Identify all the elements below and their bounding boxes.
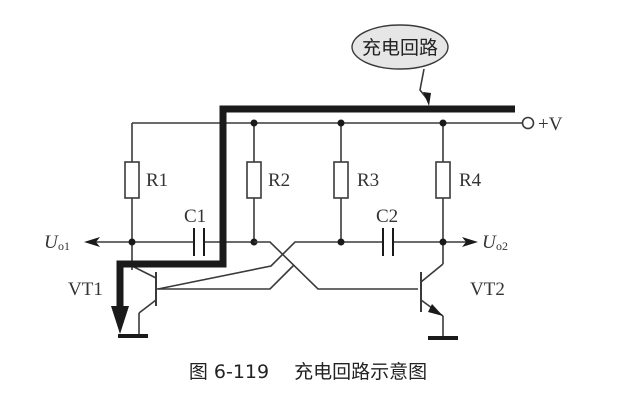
junction-dot xyxy=(337,238,345,246)
label-uo2: U xyxy=(482,232,497,253)
junction-dot xyxy=(439,119,447,127)
transistor-vt1 xyxy=(118,265,157,338)
label-c2: C2 xyxy=(376,206,398,227)
cross-wire-right-to-vt1 xyxy=(157,241,311,290)
resistor-r1 xyxy=(124,161,140,199)
supply-terminal xyxy=(521,116,535,130)
supply-label: +V xyxy=(538,114,563,135)
junction-dot xyxy=(250,119,258,127)
resistor-r2 xyxy=(246,161,262,199)
vt1-base-wire xyxy=(157,264,295,290)
resistor-r3 xyxy=(333,161,349,199)
label-uo1: U xyxy=(44,232,59,253)
callout-label: 充电回路 xyxy=(362,37,438,59)
callout-bubble xyxy=(351,24,449,70)
charging-path xyxy=(116,105,515,314)
label-r3: R3 xyxy=(357,170,379,191)
label-vt2: VT2 xyxy=(470,279,505,300)
label-r4: R4 xyxy=(459,170,482,191)
figure-caption: 图 6-119 充电回路示意图 xyxy=(189,361,427,383)
junction-dot xyxy=(337,119,345,127)
label-uo1-sub: o1 xyxy=(58,239,70,253)
label-r2: R2 xyxy=(268,170,290,191)
label-c1: C1 xyxy=(184,206,206,227)
junction-dot xyxy=(439,238,447,246)
resistor-r4 xyxy=(435,161,451,199)
label-uo2-sub: o2 xyxy=(496,239,508,253)
transistor-vt2 xyxy=(420,263,458,340)
label-vt1: VT1 xyxy=(68,279,103,300)
label-r1: R1 xyxy=(146,170,168,191)
uo2-arrow-icon xyxy=(462,237,478,247)
charging-path-arrow-icon xyxy=(111,306,129,334)
uo1-arrow-icon xyxy=(84,237,100,247)
callout-arrow-icon xyxy=(423,92,431,106)
junction-dot xyxy=(128,238,136,246)
